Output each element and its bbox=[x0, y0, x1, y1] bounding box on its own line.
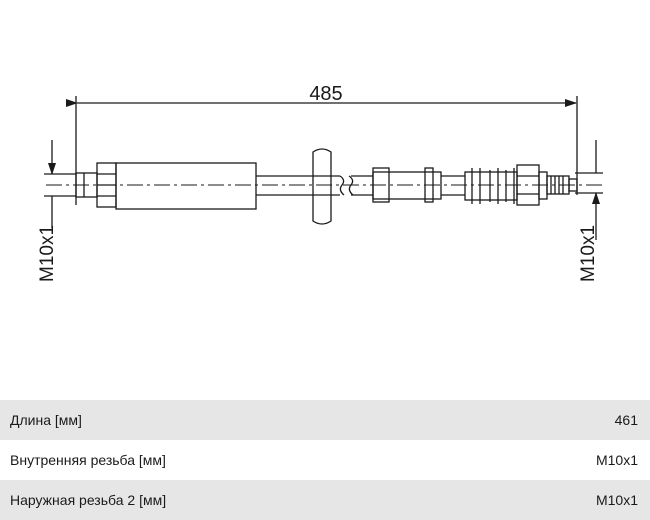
spec-row-external-thread: Наружная резьба 2 [мм] M10x1 bbox=[0, 480, 650, 520]
spec-row-length: Длина [мм] 461 bbox=[0, 400, 650, 440]
spec-value: M10x1 bbox=[595, 452, 638, 468]
spec-row-internal-thread: Внутренняя резьба [мм] M10x1 bbox=[0, 440, 650, 480]
right-thread-label: M10x1 bbox=[578, 225, 599, 282]
spec-label: Внутренняя резьба [мм] bbox=[10, 452, 166, 468]
spec-value: M10x1 bbox=[595, 492, 638, 508]
break-symbol bbox=[339, 175, 345, 196]
brake-hose-drawing: 485 M10x1 M10x1 bbox=[37, 83, 604, 282]
left-thread-label: M10x1 bbox=[37, 225, 58, 282]
spec-label: Длина [мм] bbox=[10, 412, 82, 428]
spec-table: Длина [мм] 461 Внутренняя резьба [мм] M1… bbox=[0, 400, 650, 520]
left-sleeve bbox=[115, 162, 257, 210]
spec-value: 461 bbox=[614, 412, 638, 428]
mounting-bracket bbox=[312, 148, 332, 225]
overall-length-label: 485 bbox=[309, 83, 342, 105]
spring-guard bbox=[464, 168, 518, 204]
spec-label: Наружная резьба 2 [мм] bbox=[10, 492, 167, 508]
